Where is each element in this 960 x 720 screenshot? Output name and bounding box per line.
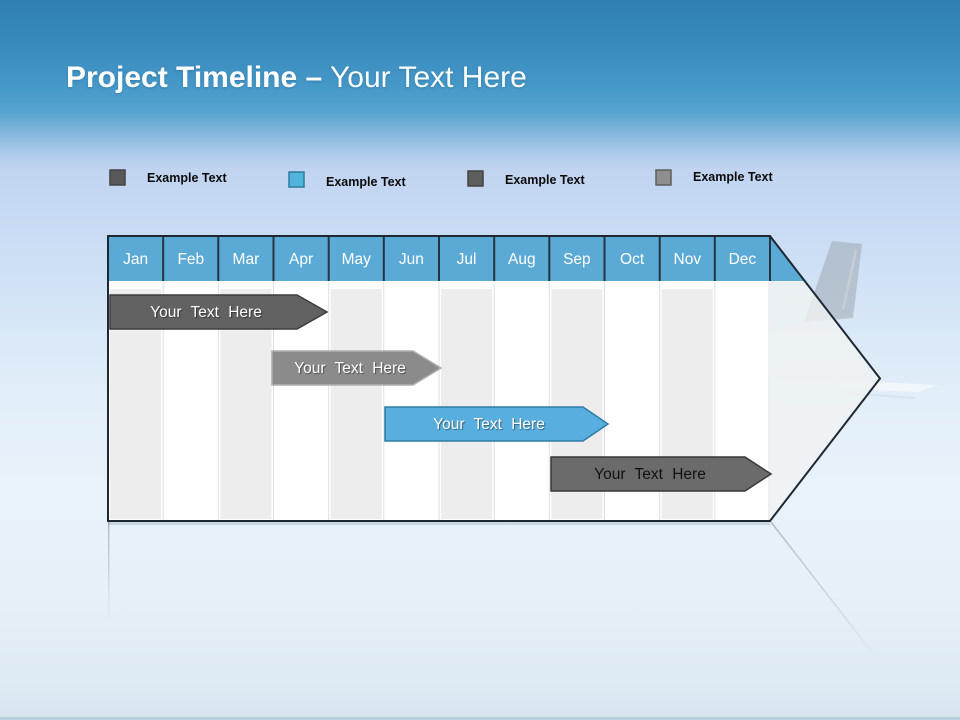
legend-label: Example Text bbox=[147, 170, 227, 185]
month-label: Jul bbox=[457, 251, 477, 268]
bar-label: Your Text Here bbox=[433, 416, 545, 433]
page-title: Project Timeline – Your Text Here bbox=[66, 61, 527, 94]
legend-item: Example Text bbox=[109, 169, 227, 186]
month-label: Apr bbox=[289, 251, 313, 268]
legend-swatch-fill bbox=[288, 170, 305, 188]
month-header-dividers bbox=[162, 236, 771, 281]
legend-swatch-fill bbox=[655, 169, 672, 186]
bar-shape bbox=[271, 350, 443, 386]
legend-swatch-icon bbox=[467, 169, 484, 187]
slide-bottom-rule bbox=[0, 717, 960, 720]
legend-swatch-fill bbox=[109, 169, 126, 186]
legend-label: Example Text bbox=[505, 173, 585, 187]
month-label: Jan bbox=[123, 251, 148, 268]
timeline-bar: Your Text Here bbox=[384, 406, 610, 442]
month-label: Feb bbox=[177, 251, 204, 268]
month-label: Nov bbox=[674, 251, 702, 268]
month-label: Aug bbox=[508, 251, 536, 268]
month-label: Dec bbox=[729, 251, 757, 268]
title-separator: – bbox=[305, 61, 323, 94]
timeline-outline bbox=[107, 235, 882, 522]
legend-swatch-fill bbox=[467, 169, 484, 187]
timeline-bar: Your Text Here bbox=[109, 294, 329, 330]
timeline-chart: Jan Feb Mar Apr May Jun Jul Aug Sep Oct … bbox=[107, 235, 882, 522]
legend-item: Example Text bbox=[467, 169, 585, 187]
month-label: Mar bbox=[233, 251, 260, 268]
timeline-bar: Your Text Here bbox=[550, 456, 773, 492]
month-label: Jun bbox=[399, 251, 424, 268]
reflection-left-edge bbox=[108, 522, 110, 622]
timeline-bar: Your Text Here bbox=[271, 350, 443, 386]
month-label: Sep bbox=[563, 251, 591, 268]
legend-swatch-icon bbox=[109, 169, 126, 186]
reflection-diagonal-edge bbox=[770, 521, 879, 661]
month-header-labels: Jan Feb Mar Apr May Jun Jul Aug Sep Oct … bbox=[123, 251, 756, 268]
month-label: May bbox=[342, 251, 372, 268]
legend-item: Example Text bbox=[655, 169, 773, 186]
legend-item: Example Text bbox=[288, 169, 406, 189]
reflection-bottom-shadow bbox=[108, 522, 770, 525]
airplane-tail-stripe bbox=[841, 249, 858, 311]
title-light-text: Your Text Here bbox=[330, 61, 527, 94]
timeline-arrow-tip bbox=[770, 236, 880, 521]
legend-label: Example Text bbox=[693, 169, 773, 184]
month-label: Oct bbox=[620, 251, 645, 268]
bar-shape bbox=[384, 406, 610, 442]
bar-shape bbox=[550, 456, 773, 492]
bar-label: Your Text Here bbox=[150, 304, 262, 321]
bar-label: Your Text Here bbox=[294, 360, 406, 377]
bar-shape bbox=[109, 294, 329, 330]
legend-swatch-icon bbox=[655, 169, 672, 186]
legend-label: Example Text bbox=[326, 175, 406, 189]
timeline-reflection bbox=[108, 521, 879, 661]
bar-label: Your Text Here bbox=[594, 466, 706, 483]
month-header-band bbox=[108, 236, 805, 281]
title-bold-text: Project Timeline bbox=[66, 61, 298, 94]
legend-swatch-icon bbox=[288, 170, 305, 188]
